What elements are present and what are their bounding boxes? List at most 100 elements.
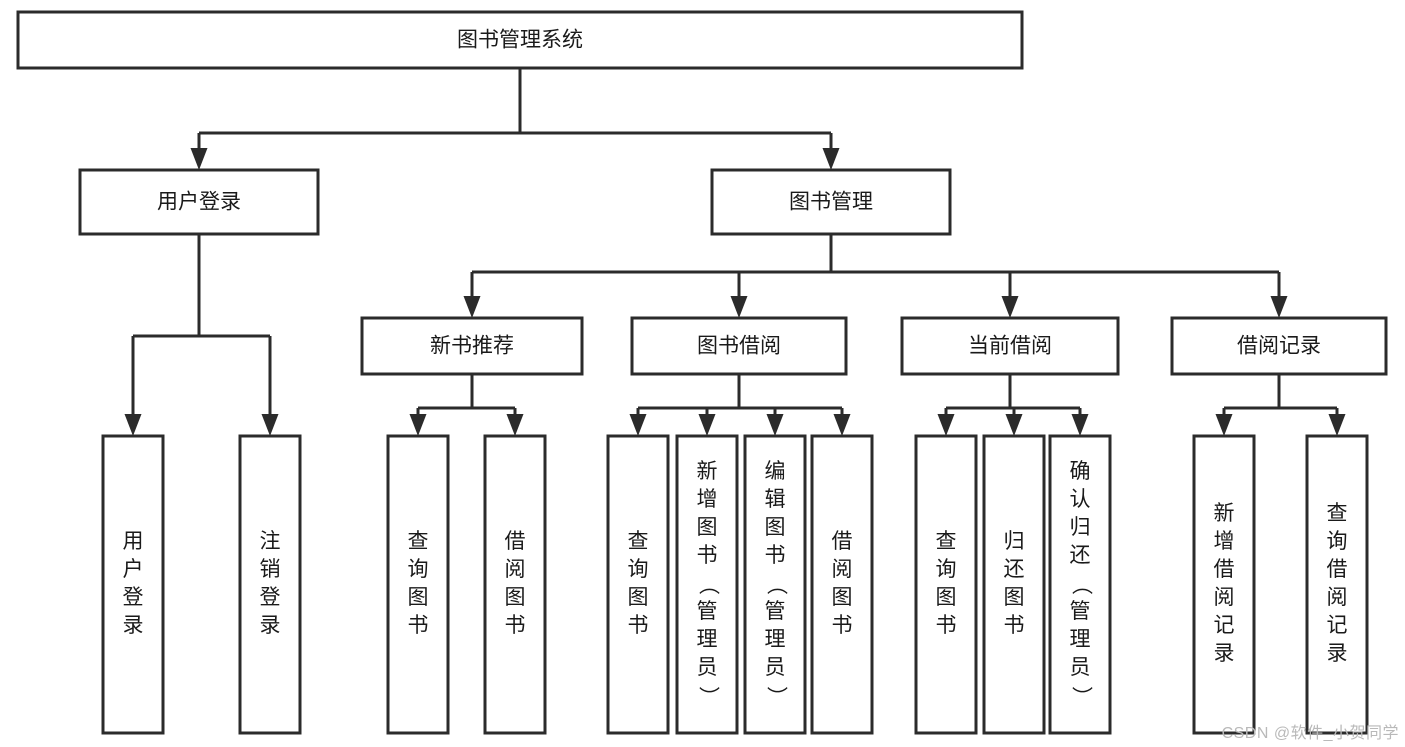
node-box[interactable] [1048,434,1112,735]
connectors-layer [124,68,1346,436]
node-label-char: 员 [697,656,718,679]
node-label-char: 询 [408,558,429,581]
connector-current-borrow-to-leaves [937,374,1089,436]
node-label-char: 阅 [505,558,526,581]
node-book-borrow[interactable]: 图书借阅 [630,316,848,376]
node-box[interactable] [101,434,165,735]
node-label-char: 归 [1004,530,1025,553]
node-box[interactable] [710,168,952,236]
node-label-char: 记 [1214,614,1235,637]
node-label-char: 增 [697,488,718,511]
node-label-char: 查 [1327,502,1348,525]
node-label-char: 管 [1070,600,1091,623]
node-label-char: 书 [832,614,853,637]
node-label-char: 增 [1214,530,1235,553]
node-box[interactable] [675,434,739,735]
node-label-char: 图 [697,516,718,539]
node-label-char: 书 [1004,614,1025,637]
node-root[interactable]: 图书管理系统 [16,10,1024,70]
node-label-char: 借 [832,530,853,553]
node-label-char: 管 [765,600,786,623]
node-label-char: ） [1069,686,1092,707]
node-box[interactable] [1305,434,1369,735]
node-label-char: 书 [765,544,786,567]
node-label: 借阅记录 [1237,335,1321,358]
node-label-char: 确 [1070,460,1091,483]
node-box[interactable] [914,434,978,735]
node-box[interactable] [900,316,1120,376]
node-box[interactable] [810,434,874,735]
node-label-char: 图 [765,516,786,539]
node-box[interactable] [16,10,1024,70]
node-borrow-record[interactable]: 借阅记录 [1170,316,1388,376]
node-label-char: 归 [1070,516,1091,539]
node-label-char: 阅 [1327,586,1348,609]
node-label-char: 用 [123,530,144,553]
node-label-char: 询 [936,558,957,581]
connector-root-to-level2 [190,68,840,170]
node-user-login[interactable]: 用户登录 [78,168,320,236]
node-box[interactable] [360,316,584,376]
node-label-char: 图 [628,586,649,609]
node-label-char: 图 [505,586,526,609]
node-new-book-recommend[interactable]: 新书推荐 [360,316,584,376]
node-box[interactable] [743,434,807,735]
node-label-char: ） [764,686,787,707]
node-box[interactable] [238,434,302,735]
node-book-manage[interactable]: 图书管理 [710,168,952,236]
watermark-text: CSDN @软件_小贺同学 [1221,725,1399,742]
node-label-char: 理 [765,628,786,651]
node-label-char: 阅 [1214,586,1235,609]
node-label-char: 员 [765,656,786,679]
node-label-char: 书 [628,614,649,637]
node-label-char: 员 [1070,656,1091,679]
node-label-char: 图 [1004,586,1025,609]
nodes-layer: 图书管理系统用户登录图书管理新书推荐图书借阅当前借阅借阅记录用户登录注销登录查询… [16,10,1388,735]
node-label-char: 查 [408,530,429,553]
node-label-char: （ [764,574,787,595]
node-label-char: 阅 [832,558,853,581]
node-box[interactable] [606,434,670,735]
node-label-char: 询 [1327,530,1348,553]
node-label-char: 图 [408,586,429,609]
node-label-char: 查 [628,530,649,553]
node-box[interactable] [982,434,1046,735]
connector-new-book-recommend-to-leaves [409,374,524,436]
node-label-char: 辑 [765,488,786,511]
node-box[interactable] [483,434,547,735]
node-label-char: 借 [505,530,526,553]
node-box[interactable] [1170,316,1388,376]
node-current-borrow[interactable]: 当前借阅 [900,316,1120,376]
node-box[interactable] [1192,434,1256,735]
node-label-char: 户 [123,558,144,581]
node-label: 用户登录 [157,191,241,214]
connector-borrow-record-to-leaves [1215,374,1346,436]
node-label-char: 登 [260,586,281,609]
node-label-char: 新 [1214,502,1235,525]
node-label-char: 书 [408,614,429,637]
node-label: 图书管理 [789,191,873,214]
node-label-char: 查 [936,530,957,553]
node-label-char: 理 [1070,628,1091,651]
node-label-char: 销 [260,558,281,581]
node-box[interactable] [78,168,320,236]
node-box[interactable] [386,434,450,735]
node-label-char: 书 [936,614,957,637]
node-box[interactable] [630,316,848,376]
node-leaf-user-login[interactable]: 用户登录 [101,434,165,735]
node-label: 当前借阅 [968,335,1052,358]
